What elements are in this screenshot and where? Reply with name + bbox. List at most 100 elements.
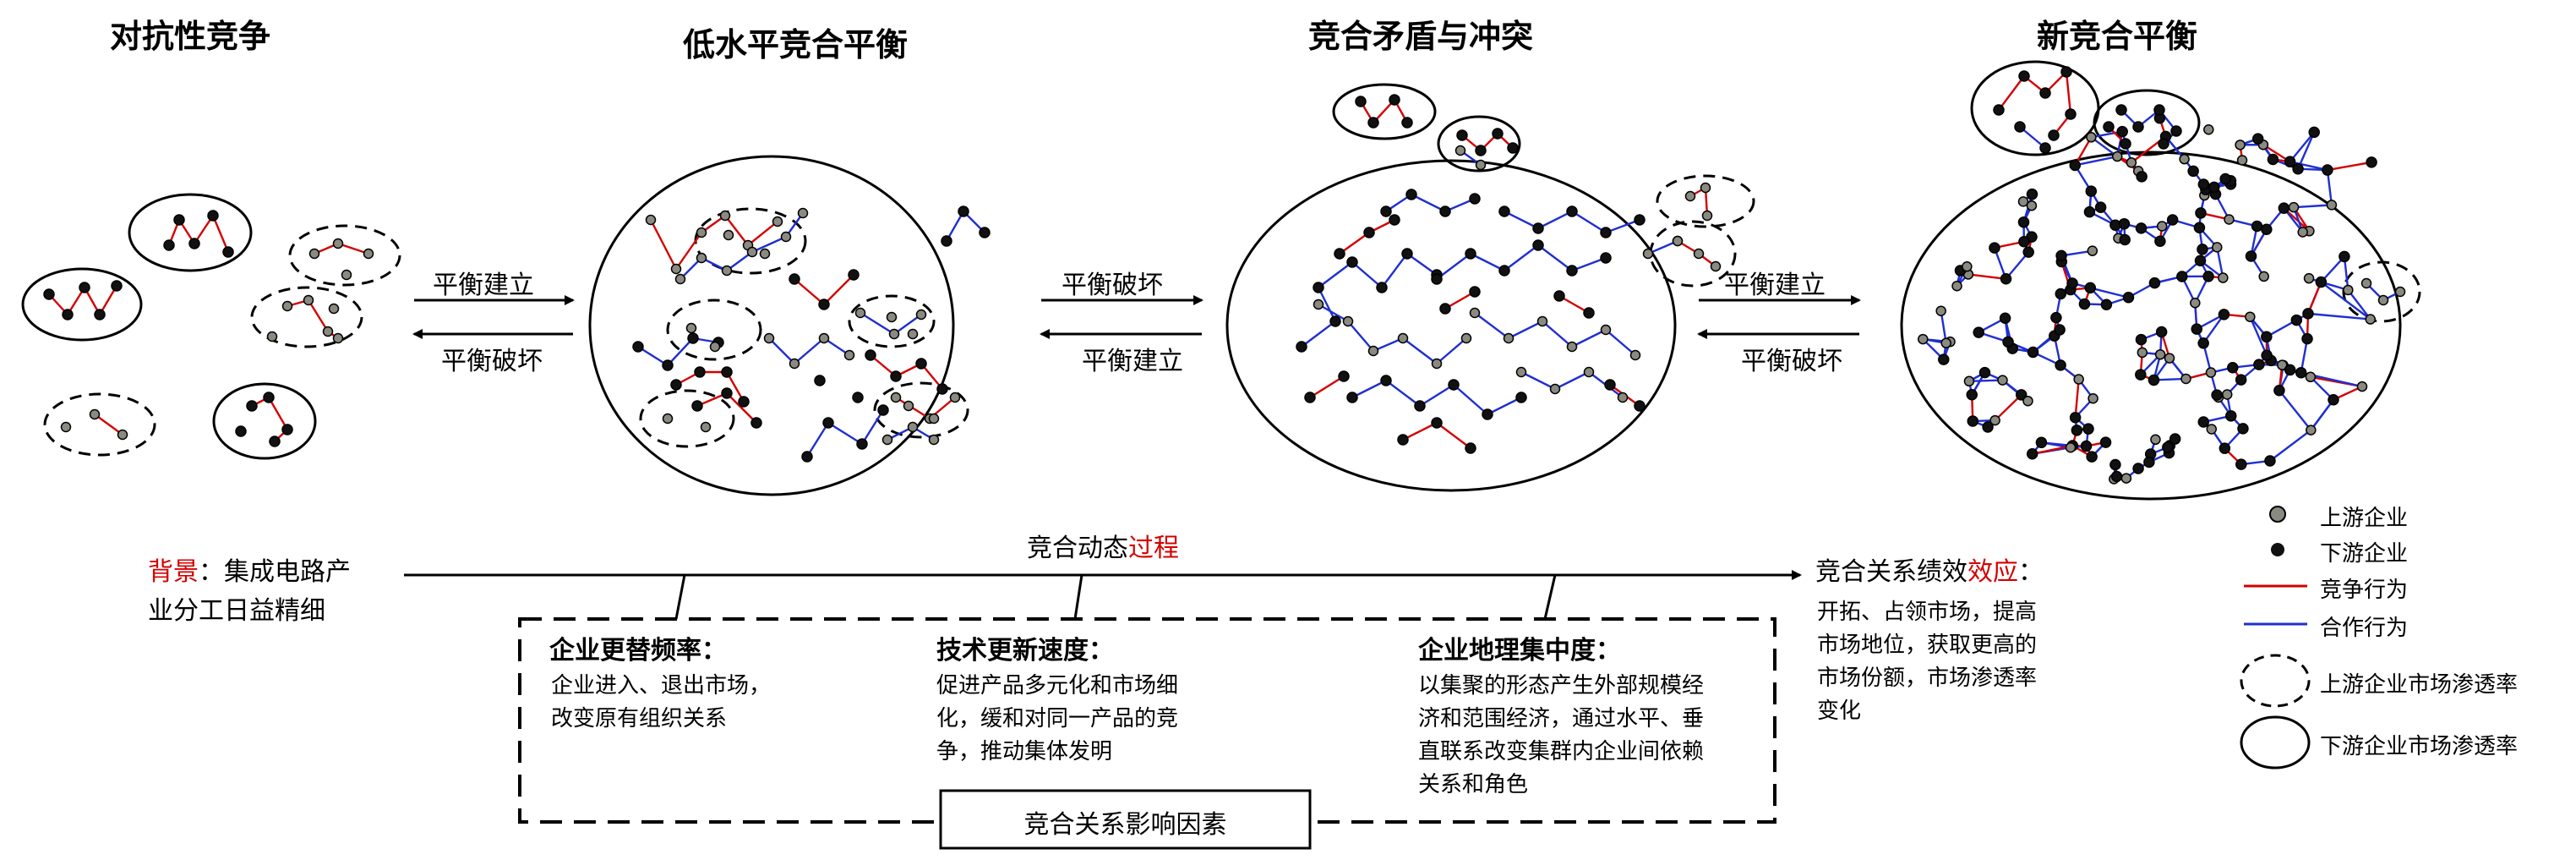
upstream-firm-node [2086, 132, 2097, 143]
network-link [2269, 429, 2312, 462]
downstream-firm-node [865, 349, 876, 361]
downstream-firm-node [2197, 178, 2210, 190]
upstream-firm-node [2073, 374, 2084, 385]
transition3-backward-label: 平衡破坏 [1741, 347, 1842, 376]
cooperation-link [1537, 210, 1573, 230]
network-link [2202, 314, 2225, 344]
network-link [2289, 131, 2316, 162]
cooperation-link [751, 235, 787, 254]
downstream-firm-node [2261, 223, 2273, 235]
downstream-firm-node [94, 309, 106, 320]
upstream-firm-node [696, 252, 707, 264]
downstream-firm-node [1431, 273, 1443, 285]
factor-connectors [674, 574, 1557, 620]
stage2-title: 低水平竞合平衡 [683, 26, 909, 63]
downstream-firm-node [1334, 248, 1345, 260]
upstream-firm-node [2022, 395, 2033, 407]
upstream-firm-node [1475, 159, 1487, 171]
upstream-firm-node [1701, 210, 1713, 222]
downstream-firm-node [1982, 421, 1994, 433]
downstream-firm-node [2251, 220, 2263, 233]
downstream-firm-node [936, 383, 948, 395]
downstream-firm-node [1566, 205, 1578, 217]
upstream-firm-node [1700, 182, 1711, 194]
upstream-firm-node [818, 332, 830, 344]
downstream-firm-node [1380, 375, 1392, 386]
downstream-firm-node [2155, 326, 2168, 338]
downstream-firm-node [691, 400, 703, 412]
downstream-firm-node [2339, 250, 2350, 263]
downstream-firm-node [1376, 282, 1388, 293]
downstream-firm-node [2055, 359, 2066, 371]
downstream-firm-node [2132, 463, 2144, 474]
downstream-firm-node [2284, 156, 2296, 167]
upstream-firm-node [1583, 366, 1595, 378]
downstream-firm-node [2148, 277, 2161, 289]
upstream-firm-node [1617, 392, 1629, 403]
upstream-firm-node [2360, 277, 2372, 289]
competition-link [267, 397, 289, 430]
upstream-firm-node [721, 265, 733, 277]
cooperation-link [1520, 370, 1556, 391]
downstream-firm-node [1492, 128, 1504, 140]
upstream-firm-node [1672, 235, 1684, 247]
cooperation-link [1504, 210, 1539, 230]
upstream-firm-node [854, 307, 866, 319]
upstream-firm-node [1431, 358, 1443, 370]
downstream-firm-node [1414, 400, 1426, 412]
downstream-firm-node [2086, 451, 2098, 463]
upstream-firm-node [2377, 294, 2389, 306]
downstream-firm-node [2110, 470, 2123, 483]
cooperation-link [1318, 261, 1353, 288]
factor3-line: 直联系改变集群内企业间依赖 [1418, 739, 1705, 764]
legend-competition-label: 竞争行为 [2320, 578, 2409, 603]
upstream-firm-node [759, 248, 771, 260]
cooperation-link [1605, 218, 1640, 234]
downstream-firm-node [2109, 458, 2121, 471]
downstream-firm-node [632, 341, 644, 353]
downstream-firm-node [1313, 282, 1324, 293]
network-link [2278, 390, 2312, 431]
factor3-line: 济和范围经济，通过水平、垂 [1418, 706, 1705, 731]
cooperation-link [1453, 384, 1488, 415]
cooperation-link [1402, 337, 1438, 364]
downstream-firm-node [941, 235, 952, 247]
upstream-firm-node [2326, 200, 2338, 211]
upstream-firm-node [1693, 248, 1705, 260]
upstream-firm-node [2137, 347, 2148, 359]
factors-label-box [939, 789, 1312, 850]
upstream-firm-node [2218, 272, 2229, 283]
upstream-firm-node [890, 392, 902, 403]
downstream-firm-node [2118, 217, 2131, 230]
downstream-firm-node [2264, 455, 2276, 467]
upstream-firm-node [266, 331, 278, 342]
downstream-firm-node [1338, 370, 1350, 382]
network-nodes [43, 66, 2406, 485]
upstream-firm-node [2017, 196, 2029, 207]
upstream-firm-node [2164, 353, 2175, 364]
downstream-firm-node [2054, 324, 2066, 336]
upstream-firm-node [328, 303, 340, 315]
upstream-firm-node [2088, 392, 2098, 404]
legend-cooperation-label: 合作行为 [2320, 616, 2409, 641]
upstream-firm-node [1918, 333, 1929, 345]
upstream-firm-node [332, 238, 344, 249]
competition-link [337, 242, 369, 255]
upstream-firm-node [674, 273, 686, 285]
upstream-firm-node [2277, 359, 2288, 370]
cooperation-link [768, 337, 795, 364]
downstream-firm-node [721, 387, 733, 399]
downstream-firm-node [1346, 392, 1358, 403]
network-link [2075, 155, 2118, 167]
downstream-firm-node [1978, 366, 1991, 379]
upstream-firm-node [907, 328, 919, 340]
downstream-firm-node [694, 366, 706, 378]
cooperation-link [1406, 253, 1438, 276]
downstream-firm-node [2018, 70, 2030, 82]
downstream-firm-node [1346, 256, 1358, 268]
upstream-firm-node [1600, 324, 1612, 336]
upstream-firm-node [723, 229, 734, 241]
downstream-firm-node [1967, 415, 1979, 427]
background-text: 背景：集成电路产 业分工日益精细 [148, 553, 351, 631]
